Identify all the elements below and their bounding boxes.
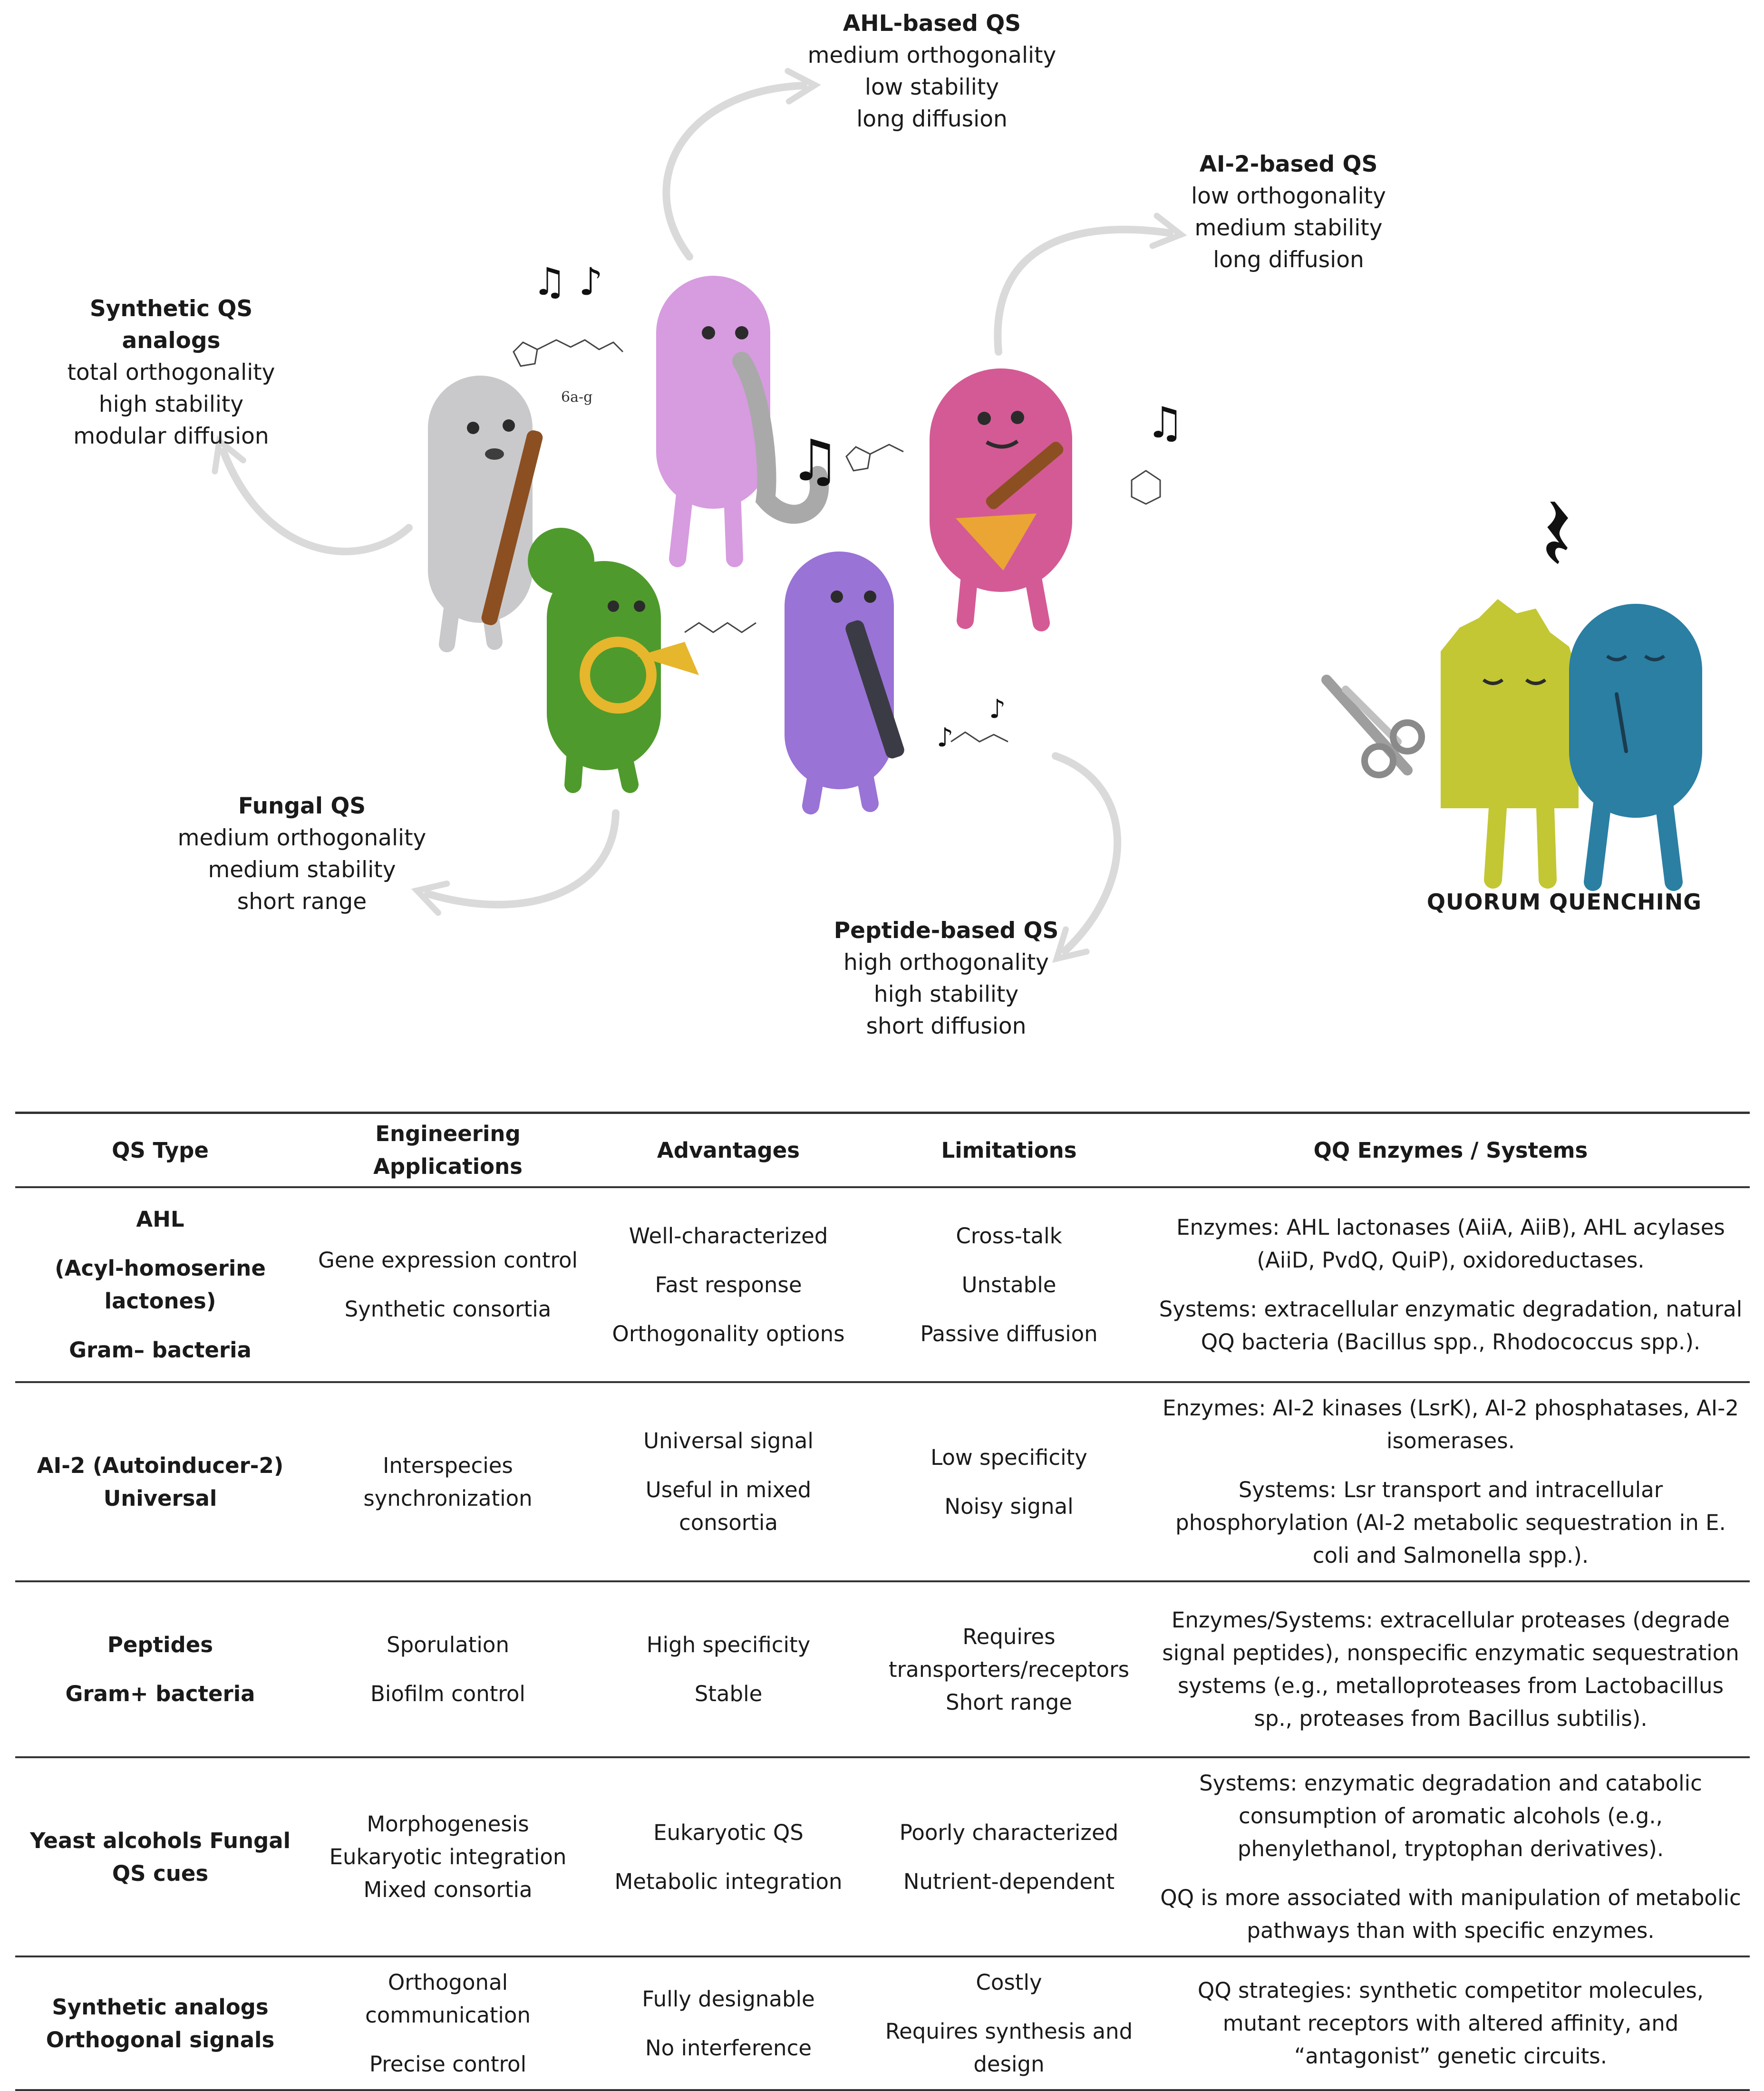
quorum-quenching-label: QUORUM QUENCHING (1426, 889, 1702, 915)
cell-limitations: Poorly characterized Nutrient-dependent (866, 1757, 1152, 1957)
table-row: Peptides Gram+ bacteria Sporulation Biof… (15, 1581, 1750, 1758)
music-note-icon: ♫ (789, 428, 841, 494)
molecule-sketch (513, 339, 1161, 743)
music-note-icon: ♫ (1146, 398, 1184, 448)
arrow-to-synthetic (212, 435, 413, 555)
teal-cell-character (1569, 604, 1702, 891)
arrow-to-ahl (662, 68, 821, 261)
cell-qq-systems: QQ strategies: synthetic competitor mole… (1152, 1956, 1750, 2091)
grey-cell-character (428, 376, 543, 652)
header-advantages: Advantages (591, 1112, 866, 1188)
table-row: Yeast alcohols Fungal QS cues Morphogene… (15, 1757, 1750, 1957)
cell-advantages: Universal signal Useful in mixed consort… (591, 1382, 866, 1582)
cell-limitations: Requires transporters/receptors Short ra… (866, 1581, 1152, 1758)
cell-applications: Morphogenesis Eukaryotic integration Mix… (305, 1757, 591, 1957)
cell-applications: Gene expression control Synthetic consor… (305, 1187, 591, 1383)
cell-advantages: Well-characterized Fast response Orthogo… (591, 1187, 866, 1383)
cell-qq-systems: Enzymes: AI-2 kinases (LsrK), AI-2 phosp… (1152, 1382, 1750, 1582)
cell-qs-type: AI-2 (Autoinducer-2) Universal (15, 1382, 305, 1582)
green-cell-character (528, 528, 699, 793)
qs-comparison-table: QS Type Engineering Applications Advanta… (15, 1112, 1750, 2091)
cell-qq-systems: Enzymes/Systems: extracellular proteases… (1152, 1581, 1750, 1758)
cell-limitations: Costly Requires synthesis and design (866, 1956, 1152, 2091)
header-qq-enzymes: QQ Enzymes / Systems (1152, 1112, 1750, 1188)
table-row: AHL (Acyl-homoserine lactones) Gram– bac… (15, 1187, 1750, 1383)
cell-advantages: Eukaryotic QS Metabolic integration (591, 1757, 866, 1957)
header-limitations: Limitations (866, 1112, 1152, 1188)
music-note-icon: ♪ (989, 694, 1006, 724)
label-synthetic-qs: Synthetic QS analogs total orthogonality… (67, 296, 275, 449)
violet-cell-character (785, 552, 904, 814)
pink-cell-character (930, 368, 1072, 631)
music-note-icon: ♪ (937, 722, 953, 753)
cell-applications: Orthogonal communication Precise control (305, 1956, 591, 2091)
cell-qq-systems: Systems: enzymatic degradation and catab… (1152, 1757, 1750, 1957)
cell-qs-type: Yeast alcohols Fungal QS cues (15, 1757, 305, 1957)
purple-cell-character (656, 276, 829, 567)
molecule-label: 6a-g (561, 389, 592, 406)
music-notes-icon: ♫ ♪ (533, 260, 603, 304)
arrow-to-fungal (411, 809, 620, 916)
cell-advantages: High specificity Stable (591, 1581, 866, 1758)
cell-applications: Interspecies synchronization (305, 1382, 591, 1582)
header-engineering-applications: Engineering Applications (305, 1112, 591, 1188)
cell-applications: Sporulation Biofilm control (305, 1581, 591, 1758)
arrow-to-peptide (1052, 752, 1122, 963)
yellow-cell-character (1321, 599, 1579, 889)
cell-advantages: Fully designable No interference (591, 1956, 866, 2091)
header-qs-type: QS Type (15, 1112, 305, 1188)
arrow-to-ai2 (994, 213, 1187, 356)
cell-limitations: Low specificity Noisy signal (866, 1382, 1152, 1582)
table-row: AI-2 (Autoinducer-2) Universal Interspec… (15, 1382, 1750, 1582)
cell-limitations: Cross-talk Unstable Passive diffusion (866, 1187, 1152, 1383)
quorum-sensing-illustration: ♫ ♪ ♫ ♫ ♪ ♪ 𝄽 6a-g (212, 68, 1702, 963)
cell-qs-type: AHL (Acyl-homoserine lactones) Gram– bac… (15, 1187, 305, 1383)
cell-qs-type: Synthetic analogs Orthogonal signals (15, 1956, 305, 2091)
cell-qs-type: Peptides Gram+ bacteria (15, 1581, 305, 1758)
table-header-row: QS Type Engineering Applications Advanta… (15, 1112, 1750, 1188)
cell-qq-systems: Enzymes: AHL lactonases (AiiA, AiiB), AH… (1152, 1187, 1750, 1383)
table-row: Synthetic analogs Orthogonal signals Ort… (15, 1956, 1750, 2091)
rest-symbol-icon: 𝄽 (1541, 474, 1572, 595)
